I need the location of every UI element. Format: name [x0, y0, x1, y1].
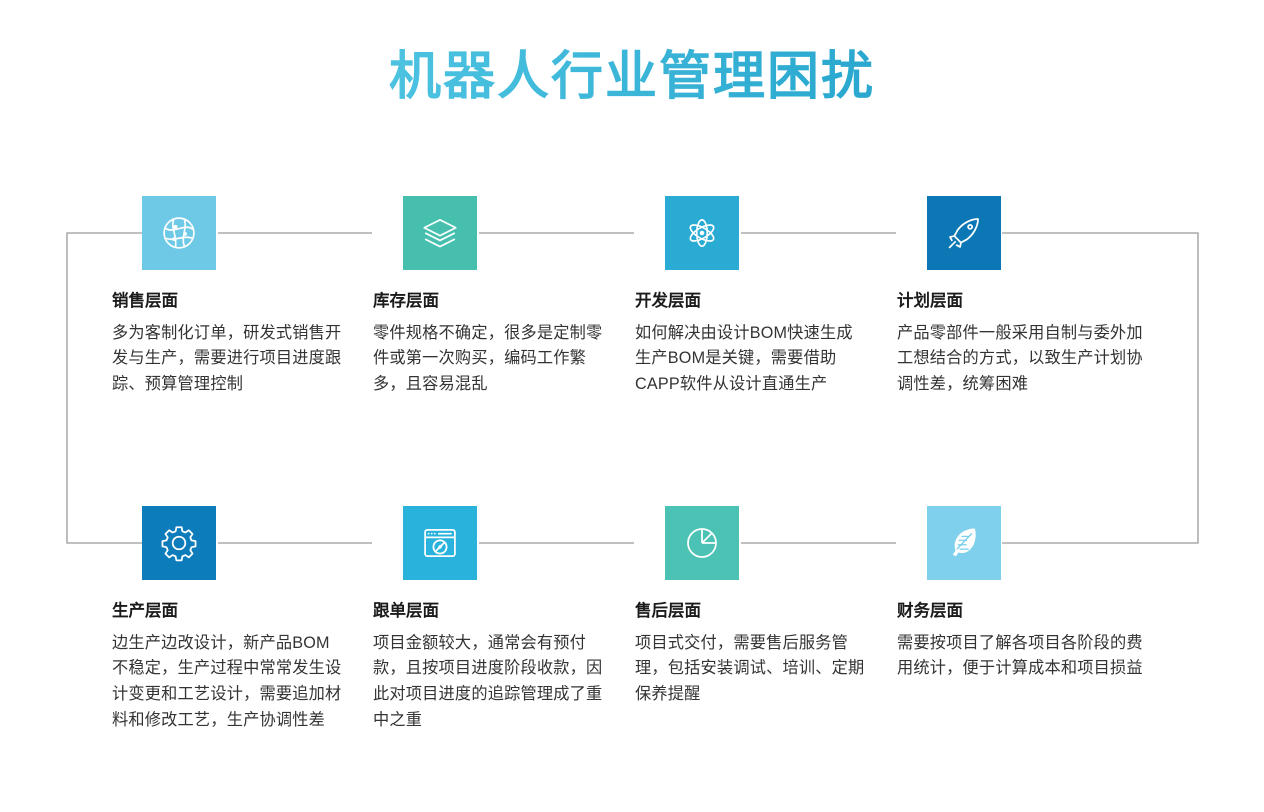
card-inventory[interactable]: 库存层面 零件规格不确定，很多是定制零件或第一次购买，编码工作繁多，且容易混乱: [373, 196, 621, 398]
card-title: 售后层面: [635, 602, 701, 620]
atom-icon: [665, 196, 739, 270]
card-planning[interactable]: 计划层面 产品零部件一般采用自制与委外加工想结合的方式，以致生产计划协调性差，统…: [897, 196, 1145, 398]
card-title: 跟单层面: [373, 602, 439, 620]
card-sales[interactable]: 销售层面 多为客制化订单，研发式销售开发与生产，需要进行项目进度跟踪、预算管理控…: [112, 196, 360, 398]
card-body: 项目式交付，需要售后服务管理，包括安装调试、培训、定期保养提醒: [635, 633, 865, 703]
feather-icon: [927, 506, 1001, 580]
rocket-icon: [927, 196, 1001, 270]
card-production[interactable]: 生产层面 边生产边改设计，新产品BOM不稳定，生产过程中常常发生设计变更和工艺设…: [112, 506, 360, 733]
page-title: 机器人行业管理困扰: [0, 34, 1264, 109]
card-body: 项目金额较大，通常会有预付款，且按项目进度阶段收款，因此对项目进度的追踪管理成了…: [373, 633, 603, 729]
gear-icon: [142, 506, 216, 580]
card-body: 多为客制化订单，研发式销售开发与生产，需要进行项目进度跟踪、预算管理控制: [112, 323, 342, 393]
browser-compass-icon: [403, 506, 477, 580]
card-title: 计划层面: [897, 292, 963, 310]
card-order-tracking[interactable]: 跟单层面 项目金额较大，通常会有预付款，且按项目进度阶段收款，因此对项目进度的追…: [373, 506, 621, 733]
card-development[interactable]: 开发层面 如何解决由设计BOM快速生成生产BOM是关键，需要借助CAPP软件从设…: [635, 196, 883, 398]
card-title: 开发层面: [635, 292, 701, 310]
pie-chart-icon: [665, 506, 739, 580]
card-title: 生产层面: [112, 602, 178, 620]
card-body: 边生产边改设计，新产品BOM不稳定，生产过程中常常发生设计变更和工艺设计，需要追…: [112, 633, 342, 729]
layers-icon: [403, 196, 477, 270]
card-title: 库存层面: [373, 292, 439, 310]
card-body: 产品零部件一般采用自制与委外加工想结合的方式，以致生产计划协调性差，统筹困难: [897, 323, 1143, 393]
card-body: 如何解决由设计BOM快速生成生产BOM是关键，需要借助CAPP软件从设计直通生产: [635, 323, 853, 393]
card-finance[interactable]: 财务层面 需要按项目了解各项目各阶段的费用统计，便于计算成本和项目损益: [897, 506, 1145, 682]
globe-network-icon: [142, 196, 216, 270]
card-title: 销售层面: [112, 292, 178, 310]
card-body: 零件规格不确定，很多是定制零件或第一次购买，编码工作繁多，且容易混乱: [373, 323, 603, 393]
card-body: 需要按项目了解各项目各阶段的费用统计，便于计算成本和项目损益: [897, 633, 1143, 678]
card-title: 财务层面: [897, 602, 963, 620]
card-after-sales[interactable]: 售后层面 项目式交付，需要售后服务管理，包括安装调试、培训、定期保养提醒: [635, 506, 883, 708]
